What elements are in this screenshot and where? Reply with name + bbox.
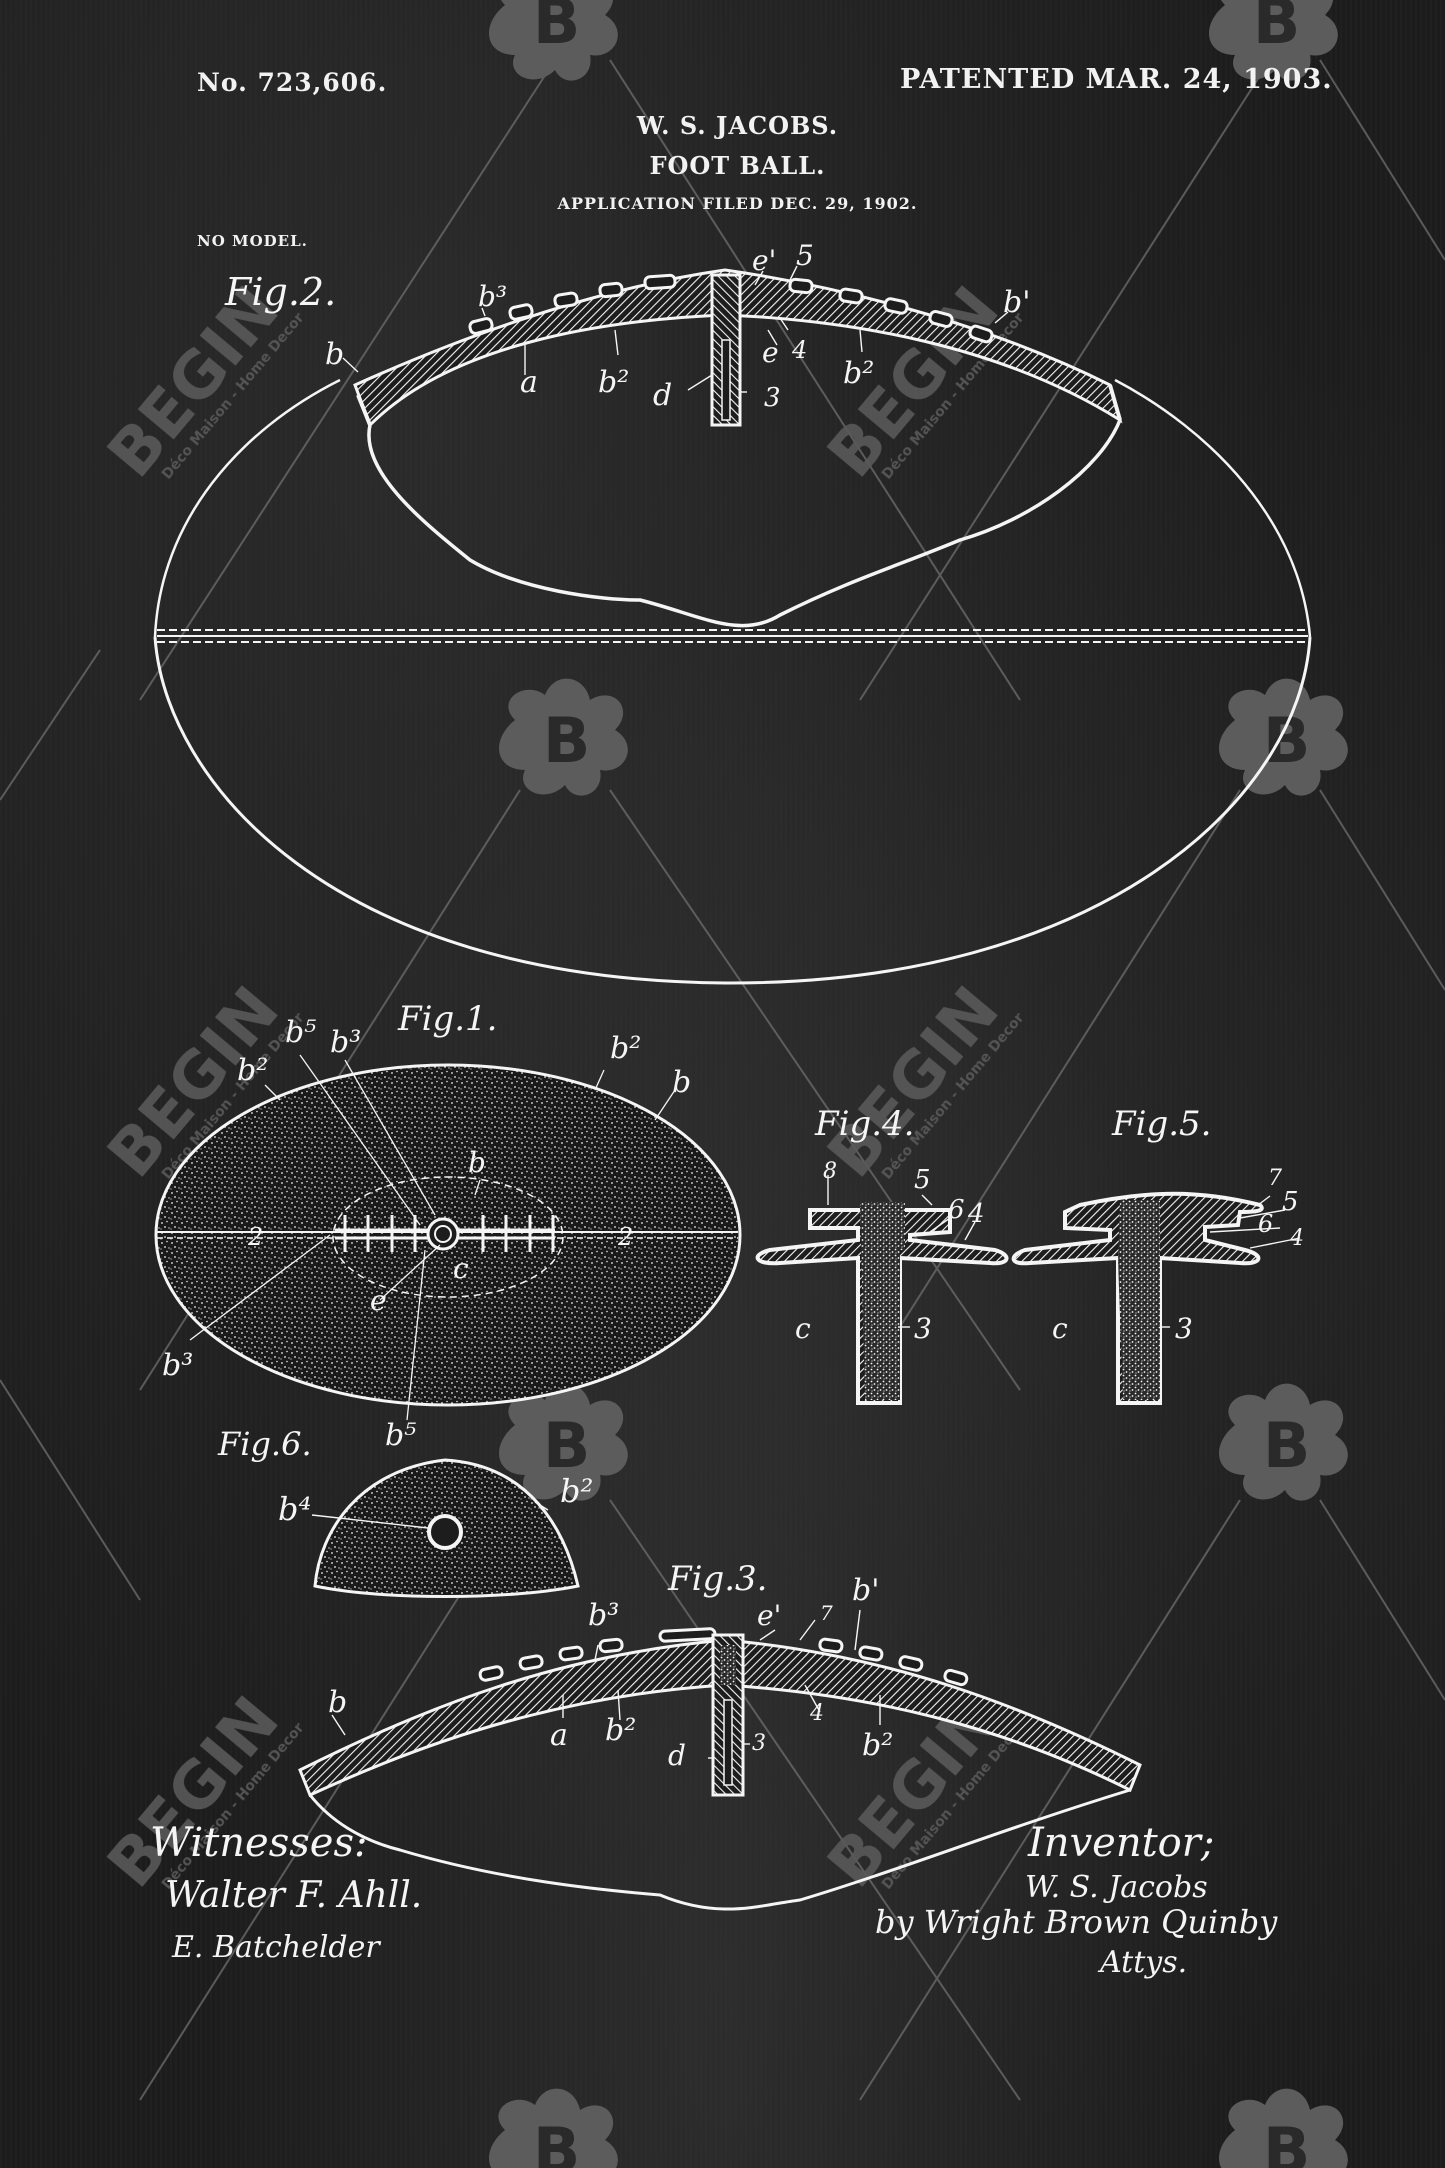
svg-text:e: e: [762, 336, 779, 369]
patented-date: PATENTED MAR. 24, 1903.: [900, 64, 1333, 95]
svg-text:d: d: [653, 378, 672, 413]
svg-text:8: 8: [823, 1159, 837, 1184]
svg-text:e': e': [752, 244, 776, 277]
logo-splat-icon: B B B B B B B B: [489, 0, 1348, 2168]
svg-text:b²: b²: [862, 1728, 893, 1763]
svg-text:b': b': [852, 1573, 879, 1608]
application-filed: APPLICATION FILED DEC. 29, 1902.: [557, 194, 918, 213]
figure-1: Fig.1. b² b⁵ b³ b² b b 2 2 c e b³ b⁵: [154, 999, 742, 1453]
svg-text:b: b: [672, 1065, 691, 1100]
svg-text:3: 3: [752, 1731, 766, 1756]
witness-signature-2: E. Batchelder: [172, 1930, 380, 1965]
svg-text:c: c: [1052, 1312, 1068, 1345]
fig5-label: Fig.5.: [1111, 1104, 1211, 1144]
svg-text:5: 5: [914, 1165, 931, 1195]
svg-text:6: 6: [1258, 1210, 1273, 1238]
svg-text:B: B: [1263, 704, 1310, 777]
svg-text:2: 2: [247, 1223, 263, 1251]
svg-text:B: B: [533, 2114, 580, 2168]
svg-text:3: 3: [914, 1312, 932, 1345]
svg-text:b': b': [1003, 285, 1030, 320]
svg-text:B: B: [543, 704, 590, 777]
svg-text:b: b: [468, 1146, 486, 1179]
svg-text:B: B: [1253, 0, 1300, 58]
fig3-label: Fig.3.: [667, 1559, 767, 1599]
fig6-label: Fig.6.: [217, 1425, 312, 1463]
svg-text:b³: b³: [330, 1025, 361, 1060]
svg-text:b²: b²: [610, 1031, 641, 1066]
svg-text:b²: b²: [237, 1053, 268, 1088]
svg-text:b²: b²: [598, 365, 629, 400]
svg-text:B: B: [543, 1409, 590, 1482]
fig2-label: Fig.2.: [224, 270, 336, 314]
svg-text:7: 7: [820, 1601, 833, 1625]
svg-text:b³: b³: [588, 1598, 619, 1633]
svg-text:b⁵: b⁵: [385, 1418, 416, 1453]
svg-text:3: 3: [764, 383, 781, 413]
svg-text:6: 6: [948, 1195, 965, 1225]
svg-text:4: 4: [791, 336, 807, 364]
svg-text:B: B: [1263, 1409, 1310, 1482]
figure-6: Fig.6. b⁴ b²: [217, 1425, 593, 1598]
svg-text:4: 4: [809, 1701, 824, 1726]
witness-signature-1: Walter F. Ahll.: [165, 1875, 423, 1916]
svg-text:d: d: [668, 1739, 686, 1772]
svg-text:a: a: [550, 1718, 568, 1753]
svg-text:a: a: [520, 365, 538, 400]
figure-2: Fig.2. b b³ a b² d 3 e 4 e' 5 b² b': [153, 239, 1312, 985]
svg-text:e': e': [757, 1599, 781, 1632]
svg-text:b: b: [328, 1685, 347, 1720]
inventor-name-heading: W. S. JACOBS.: [636, 111, 839, 140]
figure-5: Fig.5. 7 5 6 4 c 3: [1011, 1104, 1304, 1405]
inventor-signature: W. S. Jacobs: [1025, 1870, 1208, 1905]
svg-text:e: e: [370, 1284, 387, 1317]
svg-text:b: b: [325, 337, 344, 372]
attorneys-suffix: Attys.: [1100, 1945, 1188, 1980]
svg-text:b⁵: b⁵: [285, 1015, 316, 1050]
inventor-label: Inventor;: [1028, 1820, 1215, 1866]
svg-text:B: B: [533, 0, 580, 58]
patent-title: FOOT BALL.: [649, 151, 826, 180]
figure-3: Fig.3. b³ e' 7 b' b a b² d 3 4 b²: [298, 1559, 1142, 1911]
svg-text:b³: b³: [478, 280, 507, 313]
svg-text:B: B: [1263, 2114, 1310, 2168]
svg-text:7: 7: [1268, 1166, 1282, 1191]
svg-text:b²: b²: [560, 1472, 593, 1510]
svg-text:b⁴: b⁴: [278, 1490, 311, 1528]
svg-text:b³: b³: [162, 1348, 193, 1383]
svg-text:4: 4: [1289, 1226, 1304, 1251]
svg-text:b²: b²: [605, 1713, 636, 1748]
witnesses-label: Witnesses:: [150, 1820, 368, 1866]
patent-number: No. 723,606.: [197, 68, 388, 97]
fig4-label: Fig.4.: [814, 1104, 914, 1144]
svg-text:c: c: [453, 1252, 469, 1285]
svg-text:c: c: [795, 1312, 811, 1345]
svg-text:4: 4: [967, 1199, 985, 1229]
svg-text:b²: b²: [843, 356, 874, 391]
no-model-note: NO MODEL.: [197, 232, 308, 250]
svg-text:2: 2: [617, 1223, 633, 1251]
svg-text:5: 5: [1282, 1187, 1299, 1217]
fig1-label: Fig.1.: [397, 999, 497, 1039]
svg-text:5: 5: [796, 239, 814, 272]
svg-text:3: 3: [1175, 1312, 1193, 1345]
attorneys-signature: by Wright Brown Quinby: [875, 1903, 1278, 1941]
figure-4: Fig.4. 8 5 6 4 c 3: [755, 1104, 1009, 1405]
